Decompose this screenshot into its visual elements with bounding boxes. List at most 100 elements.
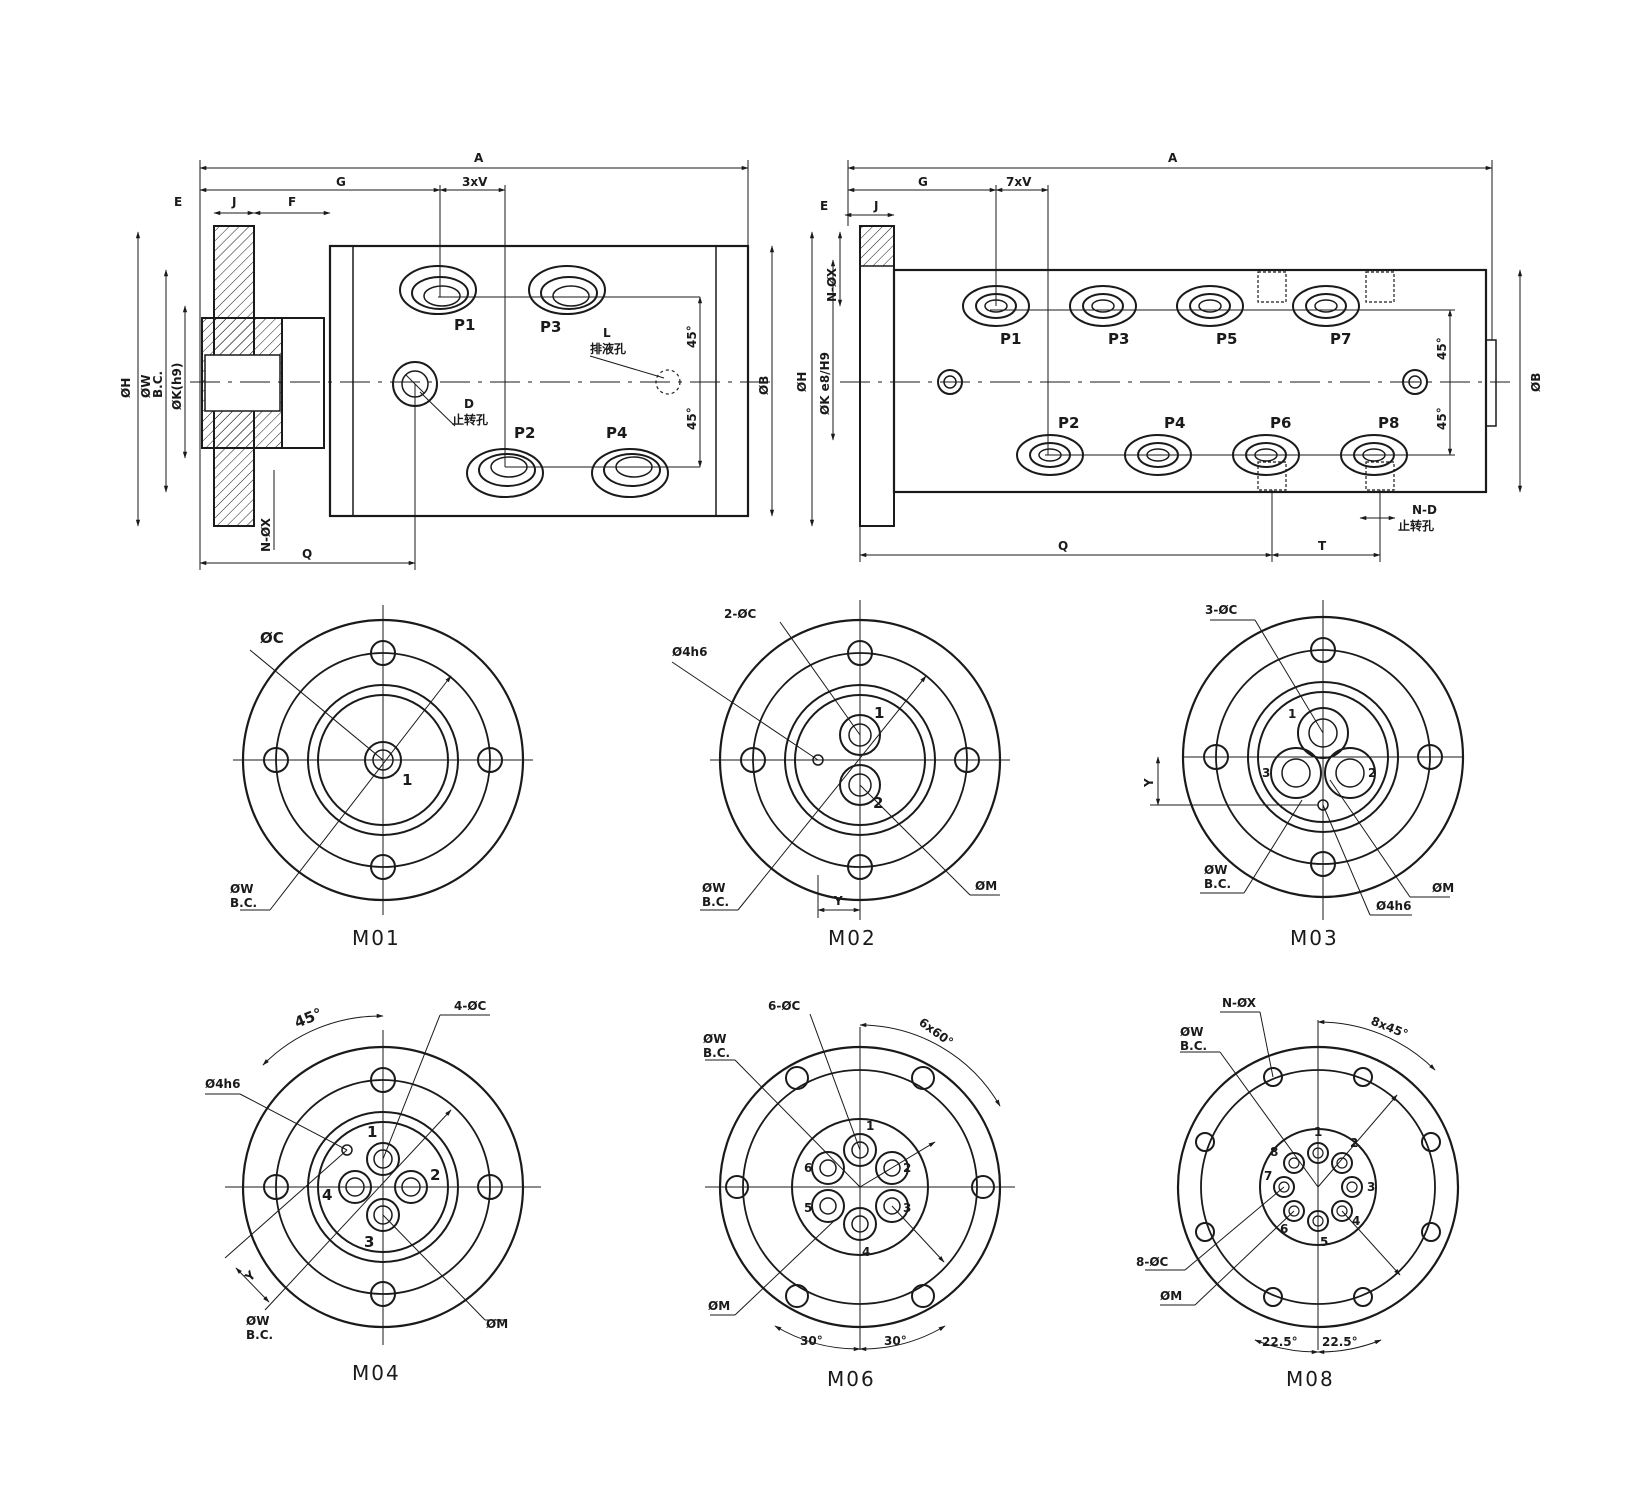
m03-label-n2: 2: [1368, 766, 1376, 780]
m04-bolt-bottom: [370, 1281, 396, 1307]
left-dim-g: G: [336, 175, 346, 189]
m06-bolt-6: [725, 1175, 749, 1199]
m01-bolt-bottom: [370, 854, 396, 880]
m04-channel-4: [338, 1170, 372, 1204]
right-dim-q: Q: [1058, 539, 1068, 553]
left-label-p4: P4: [606, 424, 627, 442]
m08-channel-3: [1341, 1176, 1363, 1198]
left-label-p1: P1: [454, 316, 475, 334]
right-dim-nd: N-D: [1412, 503, 1437, 517]
m01-label-bc: B.C.: [230, 896, 257, 910]
m03-channel-1: [1297, 707, 1349, 759]
m06-channel-1: [843, 1133, 877, 1167]
view-m08: N-ØX 8x45° ØW B.C. 1 2 3 4 5 6 7 8 8-ØC …: [1136, 996, 1460, 1391]
m06-label-n6: 6: [804, 1161, 812, 1175]
m02-bolt-top: [847, 640, 873, 666]
m04-label-c: 4-ØC: [454, 999, 487, 1013]
m06-bolt-1: [785, 1066, 809, 1090]
m06-label-n1: 1: [866, 1119, 874, 1133]
left-dim-a: A: [474, 151, 484, 165]
m06-label-bc: B.C.: [703, 1046, 730, 1060]
right-dim-k: ØK e8/H9: [818, 352, 832, 415]
left-dim-q: Q: [302, 547, 312, 561]
left-side-view: A G 3xV E J F ØH ØW B.C. ØK(h9) ØB N-ØX …: [119, 151, 775, 570]
m08-label-22a: 22.5°: [1262, 1335, 1298, 1349]
m06-label-n2: 2: [903, 1161, 911, 1175]
m02-label-bc: B.C.: [702, 895, 729, 909]
right-port-p2: [1016, 434, 1084, 476]
left-dim-f: F: [288, 195, 296, 209]
m06-channel-6: [811, 1151, 845, 1185]
right-port-p6: [1232, 434, 1300, 476]
m08-bolt-1: [1263, 1067, 1283, 1087]
right-dim-b: ØB: [1529, 373, 1543, 392]
m06-label-30a: 30°: [800, 1334, 823, 1348]
m04-bolt-left: [263, 1174, 289, 1200]
m03-label-h6: Ø4h6: [1376, 899, 1411, 913]
right-side-hole-right: [1402, 369, 1428, 395]
m02-channel-1: [839, 714, 881, 756]
m08-bolt-8: [1195, 1132, 1215, 1152]
left-note-l: L: [603, 326, 611, 340]
m08-label-n2: 2: [1350, 1136, 1358, 1150]
m02-label-h6: Ø4h6: [672, 645, 707, 659]
right-port-p8: [1340, 434, 1408, 476]
m06-label-n3: 3: [903, 1201, 911, 1215]
m08-channel-8: [1283, 1152, 1305, 1174]
m04-channel-2: [394, 1170, 428, 1204]
m06-bolt-3: [971, 1175, 995, 1199]
m02-label-y: Y: [833, 894, 843, 908]
m08-label-n7: 7: [1264, 1169, 1272, 1183]
m04-channel-1: [366, 1142, 400, 1176]
m06-channel-5: [811, 1189, 845, 1223]
m08-bolt-6: [1263, 1287, 1283, 1307]
m08-label-n5: 5: [1320, 1235, 1328, 1249]
m04-label-n2: 2: [430, 1166, 440, 1184]
m04-label-m: ØM: [486, 1317, 508, 1331]
right-dim-g: G: [918, 175, 928, 189]
m06-bolt-4: [911, 1284, 935, 1308]
right-dim-e: E: [820, 199, 828, 213]
view-m06: 6-ØC 6x60° ØW B.C. 1 2 3 4 5 6 ØM 30° 30…: [703, 999, 1015, 1391]
m06-label-n4: 4: [862, 1245, 870, 1259]
m06-label-c: 6-ØC: [768, 999, 801, 1013]
right-port-p7: [1292, 285, 1360, 327]
right-side-view: A G 7xV E J N-ØX ØH ØK e8/H9 ØB 45° 45° …: [795, 151, 1543, 562]
m02-bolt-right: [954, 747, 980, 773]
left-deg-bot: 45°: [685, 407, 699, 430]
m08-channel-1: [1307, 1142, 1329, 1164]
m08-bolt-7: [1195, 1222, 1215, 1242]
m01-label-w: ØW: [230, 882, 253, 896]
right-port-p3: [1069, 285, 1137, 327]
m02-label-n1: 1: [874, 704, 884, 722]
m03-label-n3: 3: [1262, 766, 1270, 780]
m08-label-n1: 1: [1314, 1125, 1322, 1139]
m02-bolt-left: [740, 747, 766, 773]
m08-channel-2: [1331, 1152, 1353, 1174]
m08-label-22b: 22.5°: [1322, 1335, 1358, 1349]
left-label-p3: P3: [540, 318, 561, 336]
view-m03: 3-ØC 1 2 3 Y ØW B.C. ØM Ø4h6 M03: [1142, 600, 1465, 950]
m08-label-n6: 6: [1280, 1222, 1288, 1236]
left-body: [328, 244, 750, 518]
m04-label-n4: 4: [322, 1186, 332, 1204]
m04-channel-3: [366, 1198, 400, 1232]
m03-label-m: ØM: [1432, 881, 1454, 895]
left-deg-top: 45°: [685, 325, 699, 348]
view-m02: 2-ØC Ø4h6 1 2 ØW B.C. ØM Y M02: [671, 600, 1010, 950]
right-dim-a: A: [1168, 151, 1178, 165]
m03-label-n1: 1: [1288, 707, 1296, 721]
right-label-p4: P4: [1164, 414, 1185, 432]
m08-label-m: ØM: [1160, 1289, 1182, 1303]
m03-bolt-left: [1203, 744, 1229, 770]
m03-label-y: Y: [1142, 778, 1156, 788]
m04-label-n1: 1: [367, 1123, 377, 1141]
right-flange: [859, 225, 895, 527]
m06-channel-3: [875, 1189, 909, 1223]
right-deg-bot: 45°: [1435, 407, 1449, 430]
m02-label-n2: 2: [873, 794, 883, 812]
left-port-p1: [399, 265, 477, 315]
m03-channel-2: [1324, 747, 1376, 799]
right-deg-top: 45°: [1435, 337, 1449, 360]
